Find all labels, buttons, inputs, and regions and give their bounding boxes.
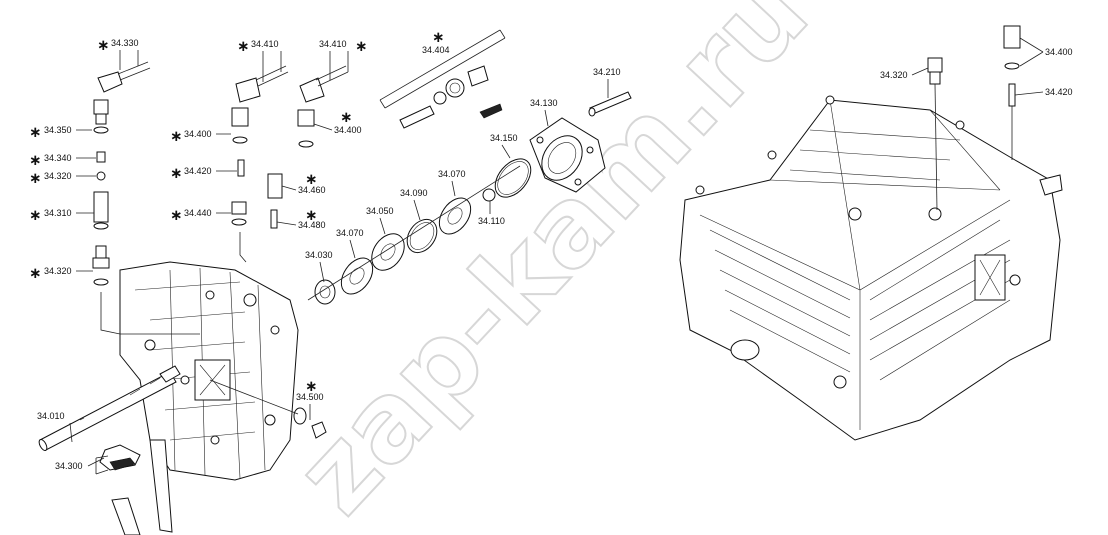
label-34-110: 34.110 (478, 216, 505, 226)
label-34-350: 34.350 (44, 125, 72, 135)
asterisk-marker: ∗ (170, 164, 183, 182)
asterisk-marker: ∗ (432, 28, 445, 46)
label-34-050: 34.050 (366, 206, 394, 216)
label-34-320-a: 34.320 (44, 171, 72, 181)
asterisk-marker: ∗ (355, 37, 368, 55)
asterisk-marker: ∗ (340, 108, 353, 126)
label-34-330: 34.330 (111, 38, 139, 48)
label-34-070-a: 34.070 (336, 228, 364, 238)
sensor-column-left (92, 61, 200, 335)
label-34-420-b: 34.420 (1045, 87, 1073, 97)
callout-labels: 34.330 34.350 34.340 34.320 34.310 34.32… (37, 38, 1073, 471)
shaft-34-010 (38, 365, 181, 451)
label-34-460: 34.460 (298, 185, 326, 195)
label-34-410-a: 34.410 (251, 39, 279, 49)
asterisk-marker: ∗ (237, 37, 250, 55)
label-34-400-c: 34.400 (1045, 47, 1073, 57)
right-gearbox-housing (679, 95, 1063, 441)
label-34-210: 34.210 (593, 67, 621, 77)
label-34-030: 34.030 (305, 250, 333, 260)
cover-34-130 (529, 117, 606, 193)
sensor-column-middle (231, 65, 349, 263)
asterisk-marker: ∗ (305, 170, 318, 188)
asterisk-markers: ∗∗∗∗∗∗∗∗∗∗∗∗∗∗∗∗ (29, 28, 445, 395)
label-34-070-b: 34.070 (438, 169, 466, 179)
label-34-404: 34.404 (422, 45, 450, 55)
asterisk-marker: ∗ (29, 206, 42, 224)
plug-34-500 (209, 379, 327, 439)
asterisk-marker: ∗ (305, 206, 318, 224)
asterisk-marker: ∗ (97, 36, 110, 54)
asterisk-marker: ∗ (29, 169, 42, 187)
label-34-440: 34.440 (184, 208, 212, 218)
label-34-320-b: 34.320 (44, 266, 72, 276)
label-34-400-a: 34.400 (184, 129, 212, 139)
pin-34-210 (588, 91, 632, 117)
sensor-34-400-right (1003, 25, 1021, 160)
shift-fork-34-300 (99, 444, 141, 471)
label-34-340: 34.340 (44, 153, 72, 163)
label-34-010: 34.010 (37, 411, 65, 421)
asterisk-marker: ∗ (29, 123, 42, 141)
seal-ring-chain (307, 158, 532, 305)
asterisk-marker: ∗ (170, 127, 183, 145)
kit-34-404 (379, 29, 506, 129)
label-34-090: 34.090 (400, 188, 428, 198)
asterisk-marker: ∗ (305, 377, 318, 395)
left-gearbox-housing (111, 261, 299, 535)
label-34-400-b: 34.400 (334, 125, 362, 135)
label-34-150: 34.150 (490, 133, 518, 143)
label-34-320-c: 34.320 (880, 70, 908, 80)
label-34-500: 34.500 (296, 392, 324, 402)
label-34-410-b: 34.410 (319, 39, 347, 49)
label-34-310: 34.310 (44, 208, 72, 218)
sensor-34-320-right (927, 57, 943, 211)
label-34-130: 34.130 (530, 98, 558, 108)
asterisk-marker: ∗ (29, 264, 42, 282)
label-34-420-a: 34.420 (184, 166, 212, 176)
leader-lines (69, 37, 1044, 475)
label-34-300: 34.300 (55, 461, 83, 471)
asterisk-marker: ∗ (170, 206, 183, 224)
asterisk-marker: ∗ (29, 151, 42, 169)
label-34-480: 34.480 (298, 220, 326, 230)
